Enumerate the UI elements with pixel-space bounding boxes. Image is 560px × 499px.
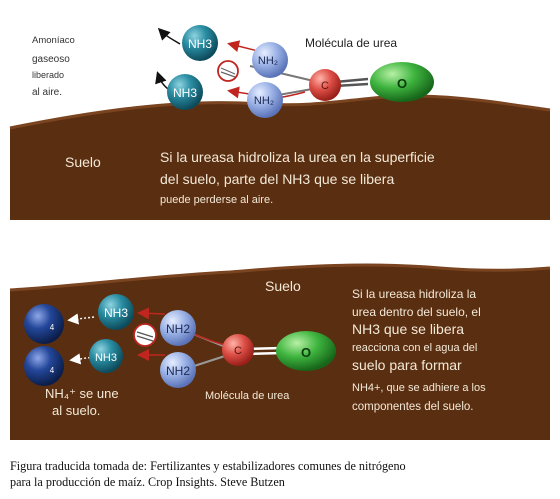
nh3-molecule-bottom-1: NH3 [98,294,134,330]
bottom-description-line-4: reacciona con el agua del [352,342,477,354]
top-description-line-1: Si la ureasa hidroliza la urea en la sup… [160,149,435,165]
nh4-caption-line-2: al suelo. [52,403,100,418]
nh2-molecule-bottom-1: NH2 [160,310,196,346]
caption-line-2: para la producción de maíz. Crop Insight… [10,475,285,489]
soil-label-bottom: Suelo [265,278,301,294]
figure-caption: Figura traducida tomada de: Fertilizante… [10,458,555,490]
released-label-line-3: liberado [32,70,64,80]
top-description-line-3: puede perderse al aire. [160,194,273,206]
urea-molecule-title-bottom: Molécula de urea [205,390,290,402]
bottom-description-line-5: suelo para formar [352,357,462,373]
bottom-description-line-6: NH4+, que se adhiere a los [352,382,486,394]
nh3-molecule-top-1: NH3 [182,25,218,61]
caption-line-1: Figura traducida tomada de: Fertilizante… [10,459,406,473]
top-panel: Amoníaco gaseoso liberado al aire. Moléc… [9,25,551,220]
svg-text:NH₂: NH₂ [258,55,278,67]
nh4-caption: NH₄⁺ se une al suelo. [45,386,119,418]
released-label-line-1: Amoníaco [32,35,75,46]
released-label-line-2: gaseoso [32,54,70,65]
bottom-description-line-7: componentes del suelo. [352,401,473,413]
urease-split-icon-bottom [133,323,157,347]
carbon-atom-top: C [309,69,341,101]
carbon-atom-bottom: C [222,334,254,366]
nh3-molecule-top-2: NH3 [167,74,203,110]
nh4-molecule-bottom-1: 4 [24,304,64,344]
bottom-panel: Suelo 4 4 NH3 NH3 [9,263,551,440]
nh2-molecule-bottom-2: NH2 [160,352,196,388]
bottom-description-line-1: Si la ureasa hidroliza la [352,287,476,301]
top-description-line-2: del suelo, parte del NH3 que se libera [160,171,394,187]
nh2-molecule-top-2: NH₂ [247,82,283,118]
oxygen-atom-top: O [370,62,434,102]
svg-text:4: 4 [50,323,55,332]
oxygen-atom-bottom: O [276,331,336,371]
svg-text:NH3: NH3 [95,352,117,364]
released-ammonia-label: Amoníaco gaseoso liberado al aire. [32,35,75,98]
svg-text:4: 4 [50,366,55,375]
bottom-description: Si la ureasa hidroliza la urea dentro de… [352,287,486,413]
svg-text:O: O [301,345,311,360]
svg-text:C: C [234,345,242,357]
bottom-description-line-3: NH3 que se libera [352,321,464,337]
svg-text:O: O [397,76,407,91]
released-label-line-4: al aire. [32,87,62,98]
nh4-molecule-bottom-2: 4 [24,346,64,386]
urease-split-icon-top [217,60,239,82]
svg-text:NH2: NH2 [166,322,190,336]
soil-label-top: Suelo [65,154,101,170]
top-description: Si la ureasa hidroliza la urea en la sup… [160,149,435,206]
nh4-caption-line-1: NH₄⁺ se une [45,386,119,401]
nh3-molecule-bottom-2: NH3 [89,339,123,373]
svg-text:NH3: NH3 [104,306,128,320]
svg-text:NH₂: NH₂ [254,95,274,107]
svg-text:C: C [321,80,329,92]
bottom-description-line-2: urea dentro del suelo, el [352,305,481,319]
svg-text:NH3: NH3 [188,37,212,51]
urea-molecule-title-top: Molécula de urea [305,36,397,50]
svg-text:NH3: NH3 [173,86,197,100]
svg-text:NH2: NH2 [166,364,190,378]
top-soil [10,95,550,220]
nh2-molecule-top-1: NH₂ [252,42,288,78]
